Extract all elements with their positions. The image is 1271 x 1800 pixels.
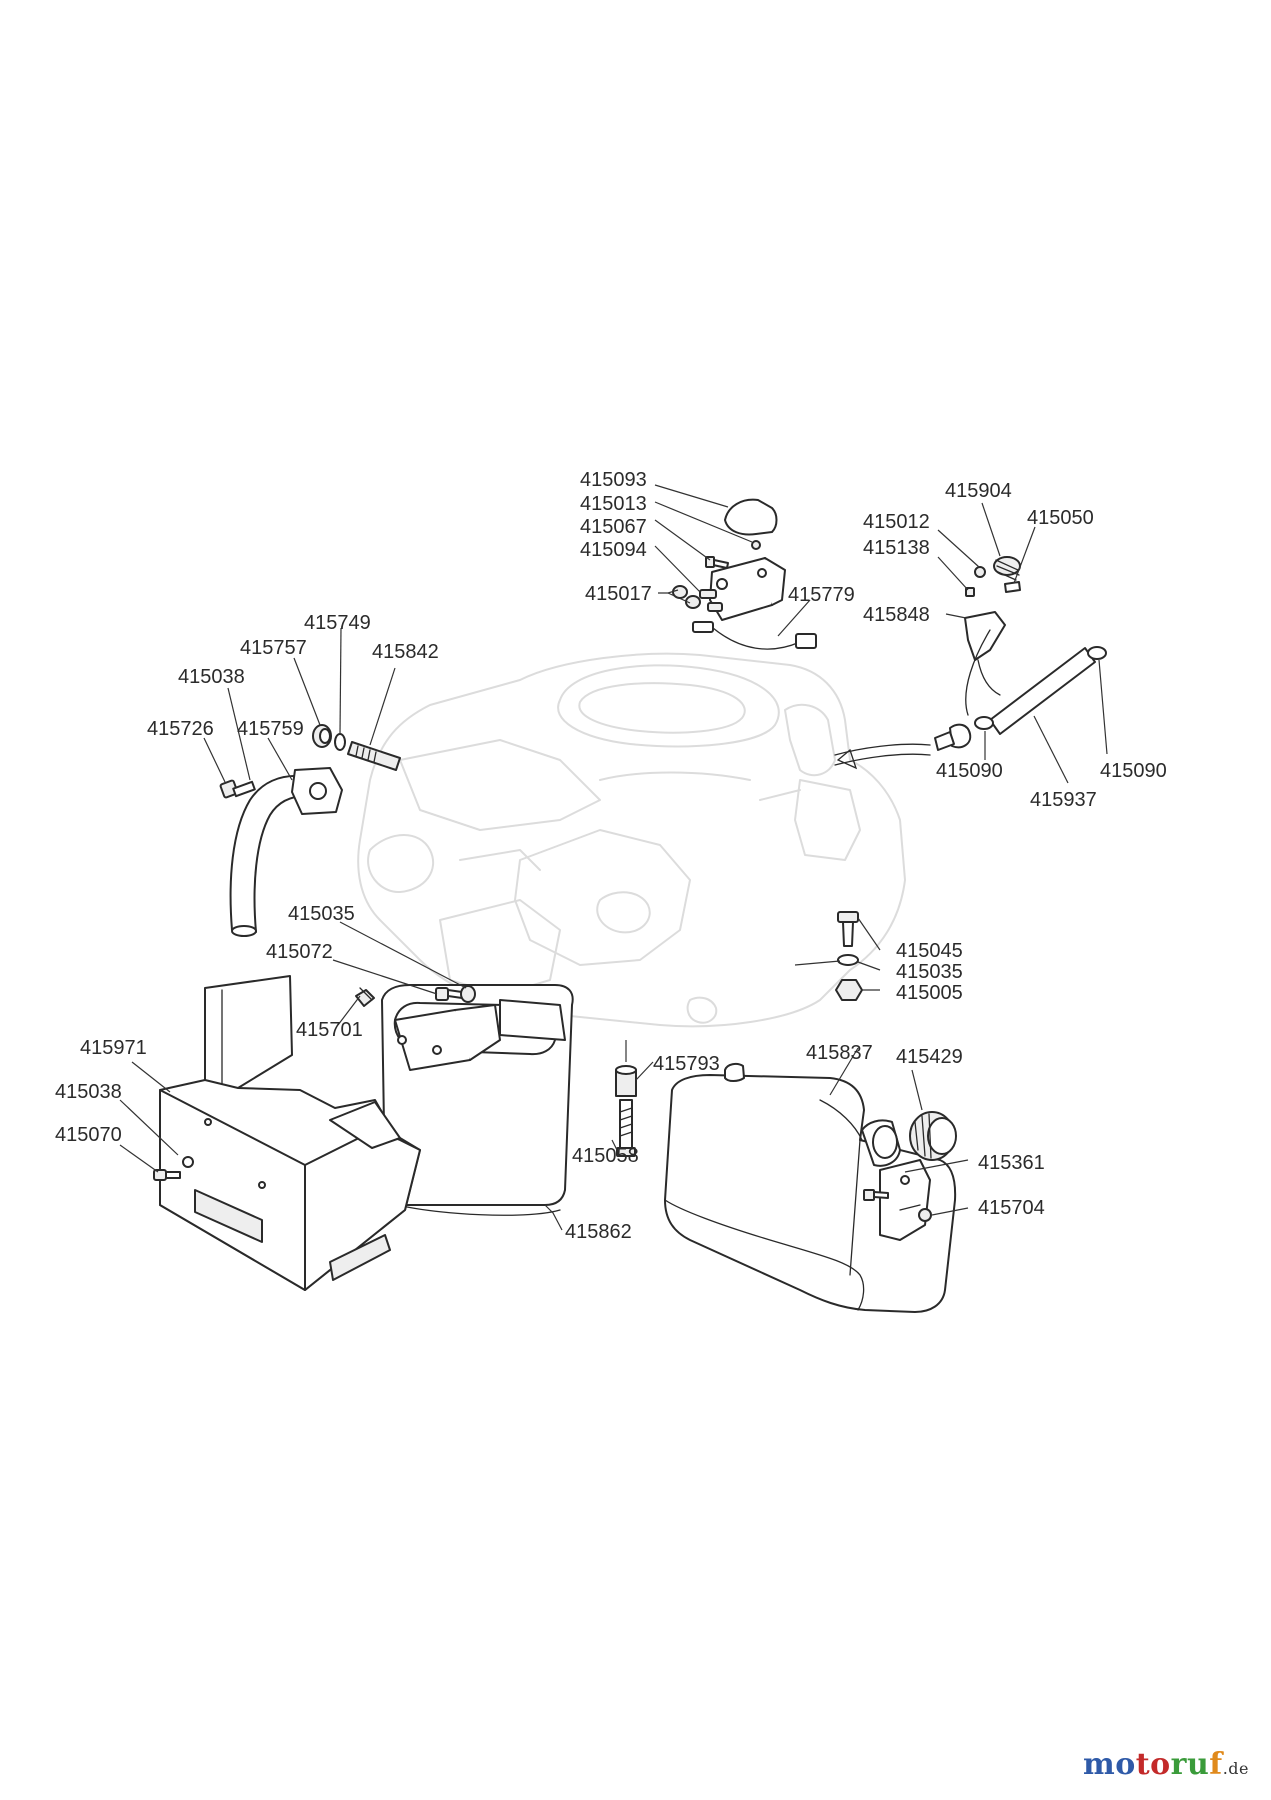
- label-415038-a: 415038: [178, 666, 245, 688]
- leader-lines: [119, 484, 1108, 1231]
- washer-415035-b: [837, 954, 859, 966]
- label-415067: 415067: [580, 516, 647, 538]
- label-415035-a: 415035: [288, 903, 355, 925]
- label-415005: 415005: [896, 982, 963, 1004]
- nut-415005: [835, 979, 863, 1001]
- label-415759: 415759: [237, 718, 304, 740]
- watermark-part-3: ru: [1170, 1747, 1210, 1782]
- engine-ghost-outline: [357, 652, 906, 1028]
- callout-labels: 415093 415013 415067 415094 415017 41577…: [55, 469, 1167, 1243]
- label-415971: 415971: [80, 1037, 147, 1059]
- hose-clip-415090-a: [974, 716, 994, 730]
- tank-cap-415429: [909, 1111, 957, 1161]
- hose-clip-415090-b: [1087, 646, 1107, 660]
- inline-fuel-pump: [834, 723, 972, 770]
- bolt-415045: [837, 911, 859, 947]
- motoruf-watermark: motoruf.de: [1083, 1747, 1249, 1782]
- label-415701: 415701: [296, 1019, 363, 1041]
- exhaust-stud-415842: [347, 741, 401, 771]
- label-415093: 415093: [580, 469, 647, 491]
- spacer-415793: [615, 1065, 637, 1097]
- label-415704: 415704: [978, 1197, 1045, 1219]
- label-415793: 415793: [653, 1053, 720, 1075]
- label-415361: 415361: [978, 1152, 1045, 1174]
- label-415757: 415757: [240, 637, 307, 659]
- tank-filler-neck: [861, 1119, 901, 1167]
- tank-screw: [863, 1189, 889, 1201]
- label-415749: 415749: [304, 612, 371, 634]
- heat-shield-screw-415070: [153, 1169, 181, 1181]
- label-415072: 415072: [266, 941, 333, 963]
- tank-nut-415704: [918, 1208, 932, 1222]
- label-415862: 415862: [565, 1221, 632, 1243]
- fuel-hose-415937: [989, 647, 1096, 735]
- label-415138: 415138: [863, 537, 930, 559]
- label-415837: 415837: [806, 1042, 873, 1064]
- muffler-nut-415035: [460, 985, 476, 1003]
- solenoid-415094: [699, 557, 786, 621]
- label-415038-b: 415038: [55, 1081, 122, 1103]
- label-415070: 415070: [55, 1124, 122, 1146]
- tank-bracket-415361: [879, 1159, 931, 1241]
- label-415090-b: 415090: [1100, 760, 1167, 782]
- exhaust-nut-415757: [312, 724, 332, 748]
- fuel-tank-415837: [664, 1062, 957, 1313]
- label-415726: 415726: [147, 718, 214, 740]
- solenoid-boot-415093: [724, 498, 778, 536]
- label-415094: 415094: [580, 539, 647, 561]
- label-415904: 415904: [945, 480, 1012, 502]
- exhaust-pipe-415759: [229, 767, 343, 937]
- label-415779: 415779: [788, 584, 855, 606]
- label-415842: 415842: [372, 641, 439, 663]
- wiring-lead-415779: [692, 621, 817, 650]
- watermark-part-4: f: [1209, 1747, 1223, 1782]
- muffler-bracket-415701: [355, 987, 375, 1007]
- watermark-tld: .de: [1222, 1759, 1249, 1778]
- label-415050: 415050: [1027, 507, 1094, 529]
- solenoid-screw-415067: [705, 556, 729, 569]
- label-415035-b: 415035: [896, 961, 963, 983]
- watermark-part-2: to: [1135, 1747, 1171, 1782]
- bolt-415058: [616, 1099, 636, 1157]
- fuel-fitting-415904: [993, 556, 1021, 581]
- label-415012: 415012: [863, 511, 930, 533]
- label-415848: 415848: [863, 604, 930, 626]
- label-415429: 415429: [896, 1046, 963, 1068]
- exhaust-washer-415749: [334, 733, 346, 751]
- label-415045: 415045: [896, 940, 963, 962]
- solenoid-nut-415013: [751, 540, 761, 550]
- watermark-part-1: mo: [1083, 1747, 1136, 1782]
- label-415017: 415017: [585, 583, 652, 605]
- screw-415050: [1004, 581, 1021, 593]
- label-415013: 415013: [580, 493, 647, 515]
- label-415090-a: 415090: [936, 760, 1003, 782]
- label-415058: 415058: [572, 1145, 639, 1167]
- muffler-415862: [371, 984, 574, 1216]
- heat-shield-415971: [159, 975, 421, 1291]
- label-415937: 415937: [1030, 789, 1097, 811]
- fuel-tap-415848: [964, 611, 1006, 716]
- exhaust-bolt-415726: [219, 779, 256, 799]
- nut-415012: [974, 566, 986, 578]
